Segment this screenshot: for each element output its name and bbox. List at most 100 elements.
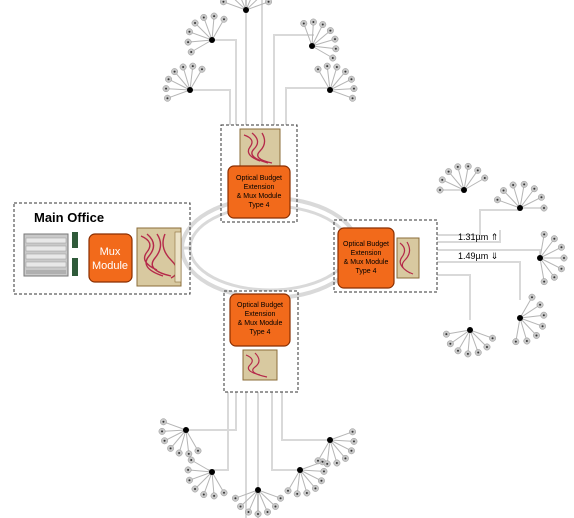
- terminal-dot: [182, 66, 185, 69]
- terminal-dot: [296, 492, 299, 495]
- splitter-node: [187, 87, 193, 93]
- drop-fiber: [329, 431, 353, 441]
- drop-fiber: [329, 88, 354, 91]
- terminal-dot: [213, 15, 216, 18]
- drop-fiber: [450, 329, 471, 345]
- terminal-dot: [326, 65, 329, 68]
- terminal-dot: [491, 337, 494, 340]
- drop-fiber: [442, 179, 465, 191]
- drop-fiber: [299, 469, 324, 472]
- terminal-dot: [194, 487, 197, 490]
- drop-fiber: [211, 471, 225, 494]
- drop-fiber: [185, 429, 190, 454]
- right-mux-hardware-icon: [396, 237, 420, 279]
- drop-fiber: [463, 166, 469, 191]
- terminal-dot: [560, 246, 563, 249]
- splitter-node: [209, 37, 215, 43]
- splitter-node: [327, 87, 333, 93]
- terminal-dot: [239, 505, 242, 508]
- drop-fiber: [539, 257, 545, 282]
- bottom-module-box: [229, 293, 291, 347]
- terminal-dot: [322, 470, 325, 473]
- drop-fiber: [189, 68, 203, 91]
- terminal-dot: [165, 87, 168, 90]
- right-module-label-3: & Mux Module: [344, 259, 389, 266]
- terminal-dot: [287, 489, 289, 492]
- right-module-label-1: Optical Budget: [343, 241, 389, 248]
- drop-fiber: [257, 489, 281, 499]
- right-module-label-2: Extension: [351, 250, 382, 257]
- drop-fiber: [539, 246, 562, 259]
- drop-fiber: [245, 0, 251, 11]
- terminal-dot: [496, 198, 499, 201]
- fiber-link: [281, 392, 330, 441]
- terminal-dot: [477, 351, 480, 354]
- downstream-wavelength-label: 1.49µm ⇓: [458, 251, 498, 261]
- fiber-link: [285, 87, 330, 125]
- drop-fiber: [512, 184, 521, 209]
- fiber-link: [271, 392, 300, 471]
- terminal-dot: [161, 430, 164, 433]
- terminal-dot: [166, 97, 169, 100]
- drop-fiber: [519, 317, 537, 336]
- terminal-dot: [173, 70, 176, 73]
- fiber-link: [186, 392, 237, 431]
- splitter-node: [183, 427, 189, 433]
- terminal-dot: [344, 70, 347, 73]
- top-module-label-4: Type 4: [248, 202, 269, 209]
- terminal-dot: [167, 78, 170, 81]
- terminal-dot: [350, 449, 353, 452]
- terminal-dot: [202, 16, 205, 19]
- drop-fiber: [248, 489, 259, 513]
- drop-fiber: [240, 489, 259, 507]
- drop-fiber: [245, 1, 269, 11]
- upstream-wavelength-label: 1.31µm ⇑: [458, 232, 498, 242]
- top-module-label-2: Extension: [244, 184, 275, 191]
- drop-fiber: [203, 17, 213, 41]
- terminal-dot: [187, 452, 190, 455]
- drop-fiber: [519, 296, 533, 319]
- bottom-mux-hardware-icon: [242, 349, 278, 381]
- drop-fiber: [329, 89, 353, 99]
- terminal-dot: [523, 183, 526, 186]
- drop-fiber: [519, 184, 525, 209]
- terminal-dot: [476, 169, 479, 172]
- terminal-dot: [483, 177, 486, 179]
- drop-fiber: [317, 68, 331, 91]
- terminal-dot: [525, 339, 528, 342]
- drop-fiber: [190, 39, 213, 53]
- drop-fiber: [469, 329, 479, 353]
- terminal-dot: [279, 497, 282, 500]
- splitter-node: [309, 43, 315, 49]
- terminal-dot: [502, 189, 505, 192]
- top-mux-hardware-icon: [239, 128, 281, 168]
- terminal-dot: [326, 462, 329, 465]
- drop-fiber: [519, 188, 535, 209]
- terminal-dot: [539, 303, 542, 306]
- terminal-dot: [466, 352, 469, 355]
- drop-fiber: [329, 439, 352, 452]
- drop-fiber: [163, 421, 187, 431]
- drop-fiber: [469, 329, 488, 348]
- splitter-node: [243, 7, 249, 13]
- terminal-dot: [257, 513, 259, 515]
- drop-fiber: [469, 329, 493, 339]
- right-module-enclosure: [333, 219, 438, 293]
- terminal-dot: [266, 511, 269, 514]
- drop-fiber: [519, 314, 544, 319]
- fiber-link: [437, 261, 521, 300]
- mux-module-label-line2: Module: [92, 260, 128, 272]
- terminal-dot: [321, 23, 324, 26]
- drop-fiber: [189, 471, 213, 481]
- fiber-link: [437, 230, 501, 243]
- drop-fiber: [446, 329, 471, 335]
- drop-fiber: [166, 88, 191, 91]
- terminal-dot: [467, 165, 470, 168]
- terminal-dot: [514, 340, 517, 343]
- terminal-dot: [533, 187, 536, 190]
- drop-fiber: [211, 16, 215, 41]
- drop-fiber: [182, 66, 191, 91]
- drop-fiber: [317, 439, 331, 462]
- drop-fiber: [448, 171, 465, 191]
- bottom-module-label-4: Type 4: [249, 329, 270, 336]
